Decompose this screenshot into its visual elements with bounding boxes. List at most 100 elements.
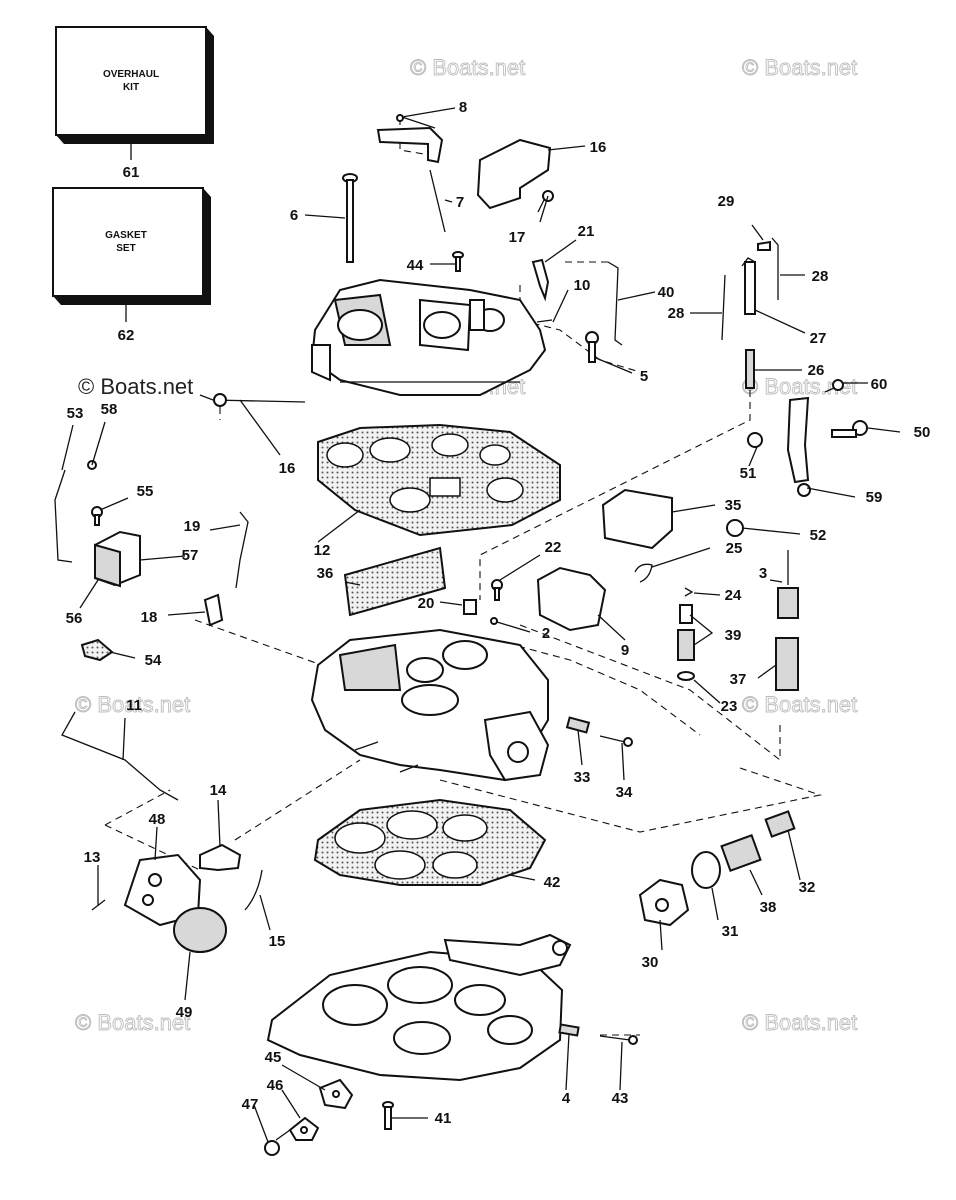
callout-39: 39 bbox=[725, 627, 742, 644]
watermark: © Boats.net bbox=[742, 1010, 857, 1035]
callout-18: 18 bbox=[141, 609, 158, 626]
part-11-rod bbox=[61, 711, 179, 801]
callout-16: 16 bbox=[590, 139, 607, 156]
kit-label-line2: KIT bbox=[123, 82, 139, 93]
callout-7: 7 bbox=[456, 194, 464, 211]
part-39-needle bbox=[677, 604, 695, 661]
part-50-screw bbox=[831, 420, 868, 438]
callout-43: 43 bbox=[612, 1090, 629, 1107]
part-40-rod bbox=[607, 261, 623, 346]
callout-28: 28 bbox=[812, 268, 829, 285]
part-17-screw bbox=[537, 190, 554, 213]
callout-6: 6 bbox=[290, 207, 298, 224]
callout-31: 31 bbox=[722, 923, 739, 940]
kit-number: 61 bbox=[123, 164, 140, 181]
callout-24: 24 bbox=[725, 587, 742, 604]
callout-50: 50 bbox=[914, 424, 931, 441]
callout-47: 47 bbox=[242, 1096, 259, 1113]
part-16-rod-end bbox=[213, 393, 227, 407]
part-2-ball bbox=[490, 617, 498, 625]
part-5-screw bbox=[585, 331, 599, 363]
callout-29: 29 bbox=[718, 193, 735, 210]
callout-19: 19 bbox=[184, 518, 201, 535]
callout-21: 21 bbox=[578, 223, 595, 240]
part-16-plate bbox=[476, 138, 552, 210]
callout-46: 46 bbox=[267, 1077, 284, 1094]
callout-53: 53 bbox=[67, 405, 84, 422]
callout-20: 20 bbox=[418, 595, 435, 612]
callout-54: 54 bbox=[145, 652, 162, 669]
watermark: © Boats.net bbox=[742, 692, 857, 717]
part-25-clip bbox=[634, 563, 653, 583]
callout-30: 30 bbox=[642, 954, 659, 971]
callout-16: 16 bbox=[279, 460, 296, 477]
part-7-rod bbox=[429, 169, 446, 233]
part-32-spring bbox=[764, 810, 796, 838]
callout-3: 3 bbox=[759, 565, 767, 582]
part-6-screw bbox=[342, 173, 358, 263]
part-30-fitting bbox=[638, 878, 690, 927]
watermark: © Boats.net bbox=[78, 374, 193, 399]
part-9-float bbox=[536, 566, 607, 632]
callout-44: 44 bbox=[407, 257, 424, 274]
callout-35: 35 bbox=[725, 497, 742, 514]
callout-60: 60 bbox=[871, 376, 888, 393]
part-47-screw bbox=[264, 1129, 291, 1156]
part-35-cover bbox=[601, 488, 673, 550]
part-52-nut bbox=[726, 519, 744, 537]
watermark: © Boats.net bbox=[410, 55, 525, 80]
part-22-screw bbox=[491, 579, 503, 601]
part-20-jet bbox=[463, 599, 477, 615]
callout-17: 17 bbox=[509, 229, 526, 246]
part-44-screw bbox=[452, 251, 464, 272]
part-26-spring bbox=[745, 349, 755, 389]
part-24-clip bbox=[684, 587, 694, 597]
part-54-gasket bbox=[80, 638, 114, 662]
part-18-bracket bbox=[203, 593, 224, 627]
callout-13: 13 bbox=[84, 849, 101, 866]
part-43-screw bbox=[599, 1035, 638, 1045]
gasket-set-box: GASKET SET 62 bbox=[52, 187, 211, 344]
part-45-lever bbox=[318, 1078, 354, 1110]
part-37-spring bbox=[775, 637, 799, 691]
kit-number: 62 bbox=[118, 327, 135, 344]
part-8-lever bbox=[376, 114, 444, 164]
callout-37: 37 bbox=[730, 671, 747, 688]
callout-27: 27 bbox=[810, 330, 827, 347]
part-28-rod-right bbox=[771, 237, 779, 300]
callout-36: 36 bbox=[317, 565, 334, 582]
kit-label-line1: OVERHAUL bbox=[103, 69, 159, 80]
part-3-valve bbox=[777, 550, 799, 619]
throttle-body bbox=[266, 933, 572, 1082]
kit-label-line1: GASKET bbox=[105, 230, 147, 241]
callout-11: 11 bbox=[126, 697, 142, 714]
part-28-rod-left bbox=[721, 274, 726, 341]
callout-22: 22 bbox=[545, 539, 562, 556]
callout-42: 42 bbox=[544, 874, 561, 891]
part-41-screw bbox=[382, 1101, 394, 1130]
part-46-washer bbox=[288, 1116, 320, 1141]
callout-26: 26 bbox=[808, 362, 825, 379]
callout-25: 25 bbox=[726, 540, 743, 557]
part-29-clip bbox=[757, 240, 771, 251]
callout-45: 45 bbox=[265, 1049, 282, 1066]
callout-10: 10 bbox=[574, 277, 591, 294]
callout-5: 5 bbox=[640, 368, 648, 385]
part-59-bracket bbox=[786, 396, 811, 497]
part-34-screw bbox=[599, 735, 633, 747]
assembly-guide-lines bbox=[104, 118, 823, 1036]
part-14-bracket bbox=[199, 843, 242, 872]
part-42-gasket bbox=[313, 798, 547, 886]
air-horn-assembly bbox=[310, 278, 547, 396]
part-38-filter bbox=[720, 834, 762, 872]
callout-56: 56 bbox=[66, 610, 83, 627]
callout-51: 51 bbox=[740, 465, 757, 482]
callout-32: 32 bbox=[799, 879, 816, 896]
callout-4: 4 bbox=[562, 1090, 571, 1107]
callout-8: 8 bbox=[459, 99, 467, 116]
callout-55: 55 bbox=[137, 483, 154, 500]
callout-2: 2 bbox=[542, 625, 550, 642]
part-36-plate bbox=[343, 546, 447, 617]
kit-label-line2: SET bbox=[116, 243, 135, 254]
